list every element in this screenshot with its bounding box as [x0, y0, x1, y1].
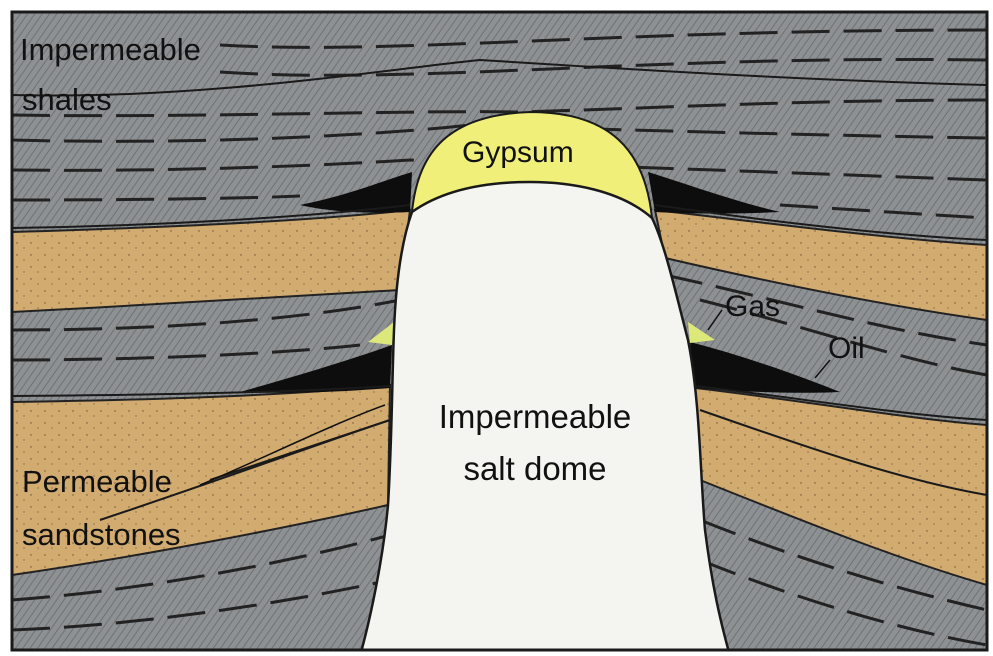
label-gypsum: Gypsum — [462, 136, 574, 169]
label-gas: Gas — [725, 290, 780, 323]
label-sandstones-line1: Permeable — [22, 464, 172, 499]
label-oil: Oil — [828, 332, 865, 365]
label-shales-line1: Impermeable — [20, 32, 201, 67]
label-shales-line2: shales — [22, 82, 112, 117]
label-salt-dome-line1: Impermeable — [439, 398, 632, 435]
label-salt-dome-line2: salt dome — [463, 450, 606, 487]
label-sandstones-line2: sandstones — [22, 517, 181, 552]
